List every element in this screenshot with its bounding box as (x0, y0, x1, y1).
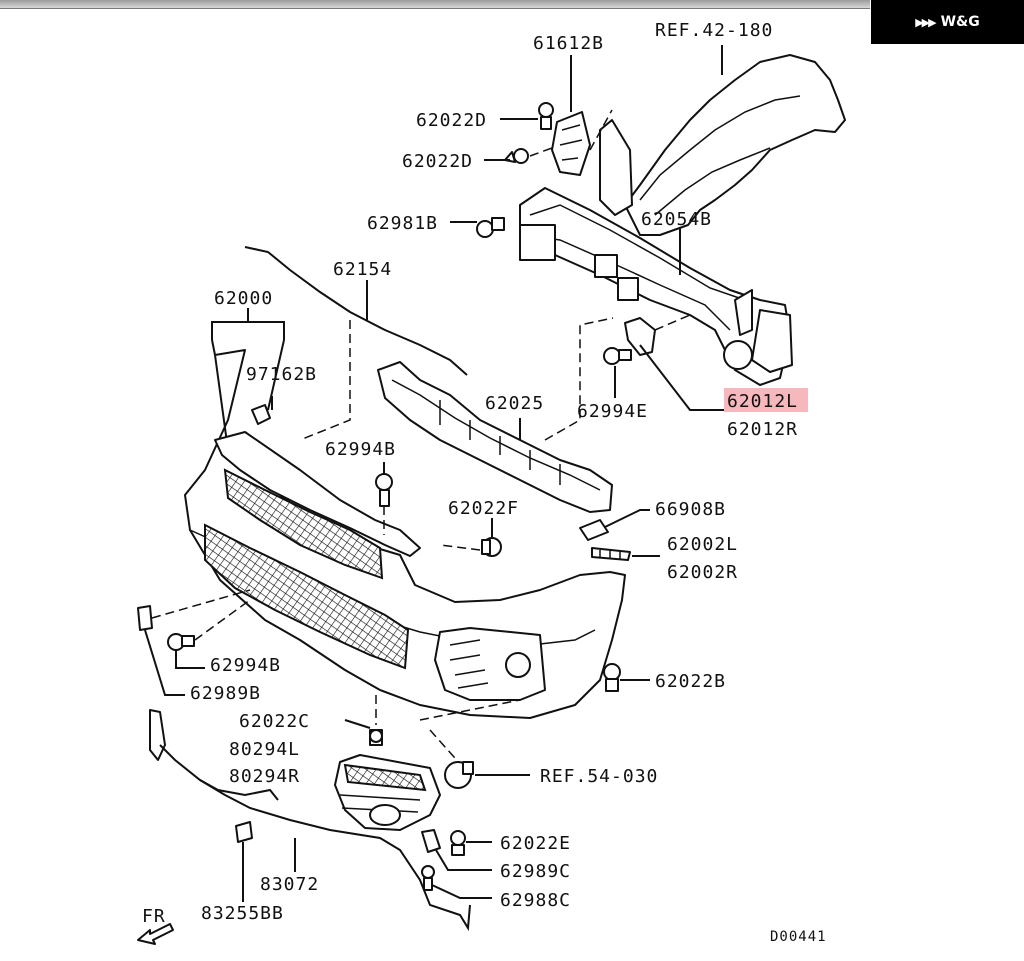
clip-62022D-lower (484, 147, 553, 164)
bolt-62981B (450, 217, 505, 238)
reinforcement-62054B (519, 187, 793, 386)
bumper-face-62000 (184, 308, 626, 719)
sensor-66908B (579, 509, 650, 541)
rail-62154 (244, 246, 468, 441)
label-62012L: 62012L (727, 391, 798, 412)
clip-62002 (591, 547, 660, 561)
clip-83255BB (235, 821, 253, 902)
clip-62989B (137, 589, 251, 696)
label-80294R: 80294R (229, 766, 300, 787)
label-62012R: 62012R (727, 419, 798, 440)
label-61612B: 61612B (533, 33, 604, 54)
label-62002R: 62002R (667, 562, 738, 583)
fog-lamp-reference (444, 761, 530, 789)
label-62989C: 62989C (500, 861, 571, 882)
clip-62022E (450, 830, 492, 856)
brand-name: W&G (940, 14, 980, 30)
label-fr: FR (142, 906, 166, 927)
label-ref-42-180: REF.42-180 (655, 20, 773, 41)
label-83255BB: 83255BB (201, 903, 284, 924)
label-62988C: 62988C (500, 890, 571, 911)
label-62022F: 62022F (448, 498, 519, 519)
label-62054B: 62054B (641, 209, 712, 230)
harness-83072 (149, 709, 471, 932)
label-62000: 62000 (214, 288, 273, 309)
label-62994E: 62994E (577, 401, 648, 422)
absorber-62025 (377, 317, 614, 513)
clip-62022C (344, 695, 383, 746)
fog-cover-80294 (334, 699, 521, 831)
label-62154: 62154 (333, 259, 392, 280)
clip-62022F (439, 518, 502, 557)
label-62022D-upper: 62022D (416, 110, 487, 131)
bolt-62994B-lower (167, 599, 251, 669)
label-62022D-lower: 62022D (402, 151, 473, 172)
label-62981B: 62981B (367, 213, 438, 234)
label-62022E: 62022E (500, 833, 571, 854)
label-ref-54-030: REF.54-030 (540, 766, 658, 787)
clip-62989C (421, 829, 492, 871)
label-97162B: 97162B (246, 364, 317, 385)
clip-62022B (603, 663, 650, 692)
diagram-code: D00441 (770, 929, 827, 945)
screw-62988C (421, 865, 492, 899)
label-83072: 83072 (260, 874, 319, 895)
wg-logo-icon: ▶▶▶ (915, 15, 936, 29)
part-highlight (724, 388, 808, 412)
label-80294L: 80294L (229, 739, 300, 760)
clip-62022D-upper (500, 102, 554, 130)
label-62002L: 62002L (667, 534, 738, 555)
bracket-62012 (624, 314, 725, 411)
label-62994B-lower: 62994B (210, 655, 281, 676)
label-66908B: 66908B (655, 499, 726, 520)
window-top-bar (0, 0, 870, 9)
label-62022C: 62022C (239, 711, 310, 732)
bracket-61612B (551, 55, 613, 176)
bolt-62994B-upper (375, 462, 393, 535)
label-62994B-upper: 62994B (325, 439, 396, 460)
label-62989B: 62989B (190, 683, 261, 704)
front-arrow-icon (137, 923, 174, 945)
brand-badge: ▶▶▶ W&G (871, 0, 1024, 44)
label-62025: 62025 (485, 393, 544, 414)
bolt-62994E (603, 347, 632, 398)
label-62022B: 62022B (655, 671, 726, 692)
body-frame-reference (599, 45, 846, 236)
clip-97162B (251, 396, 273, 425)
